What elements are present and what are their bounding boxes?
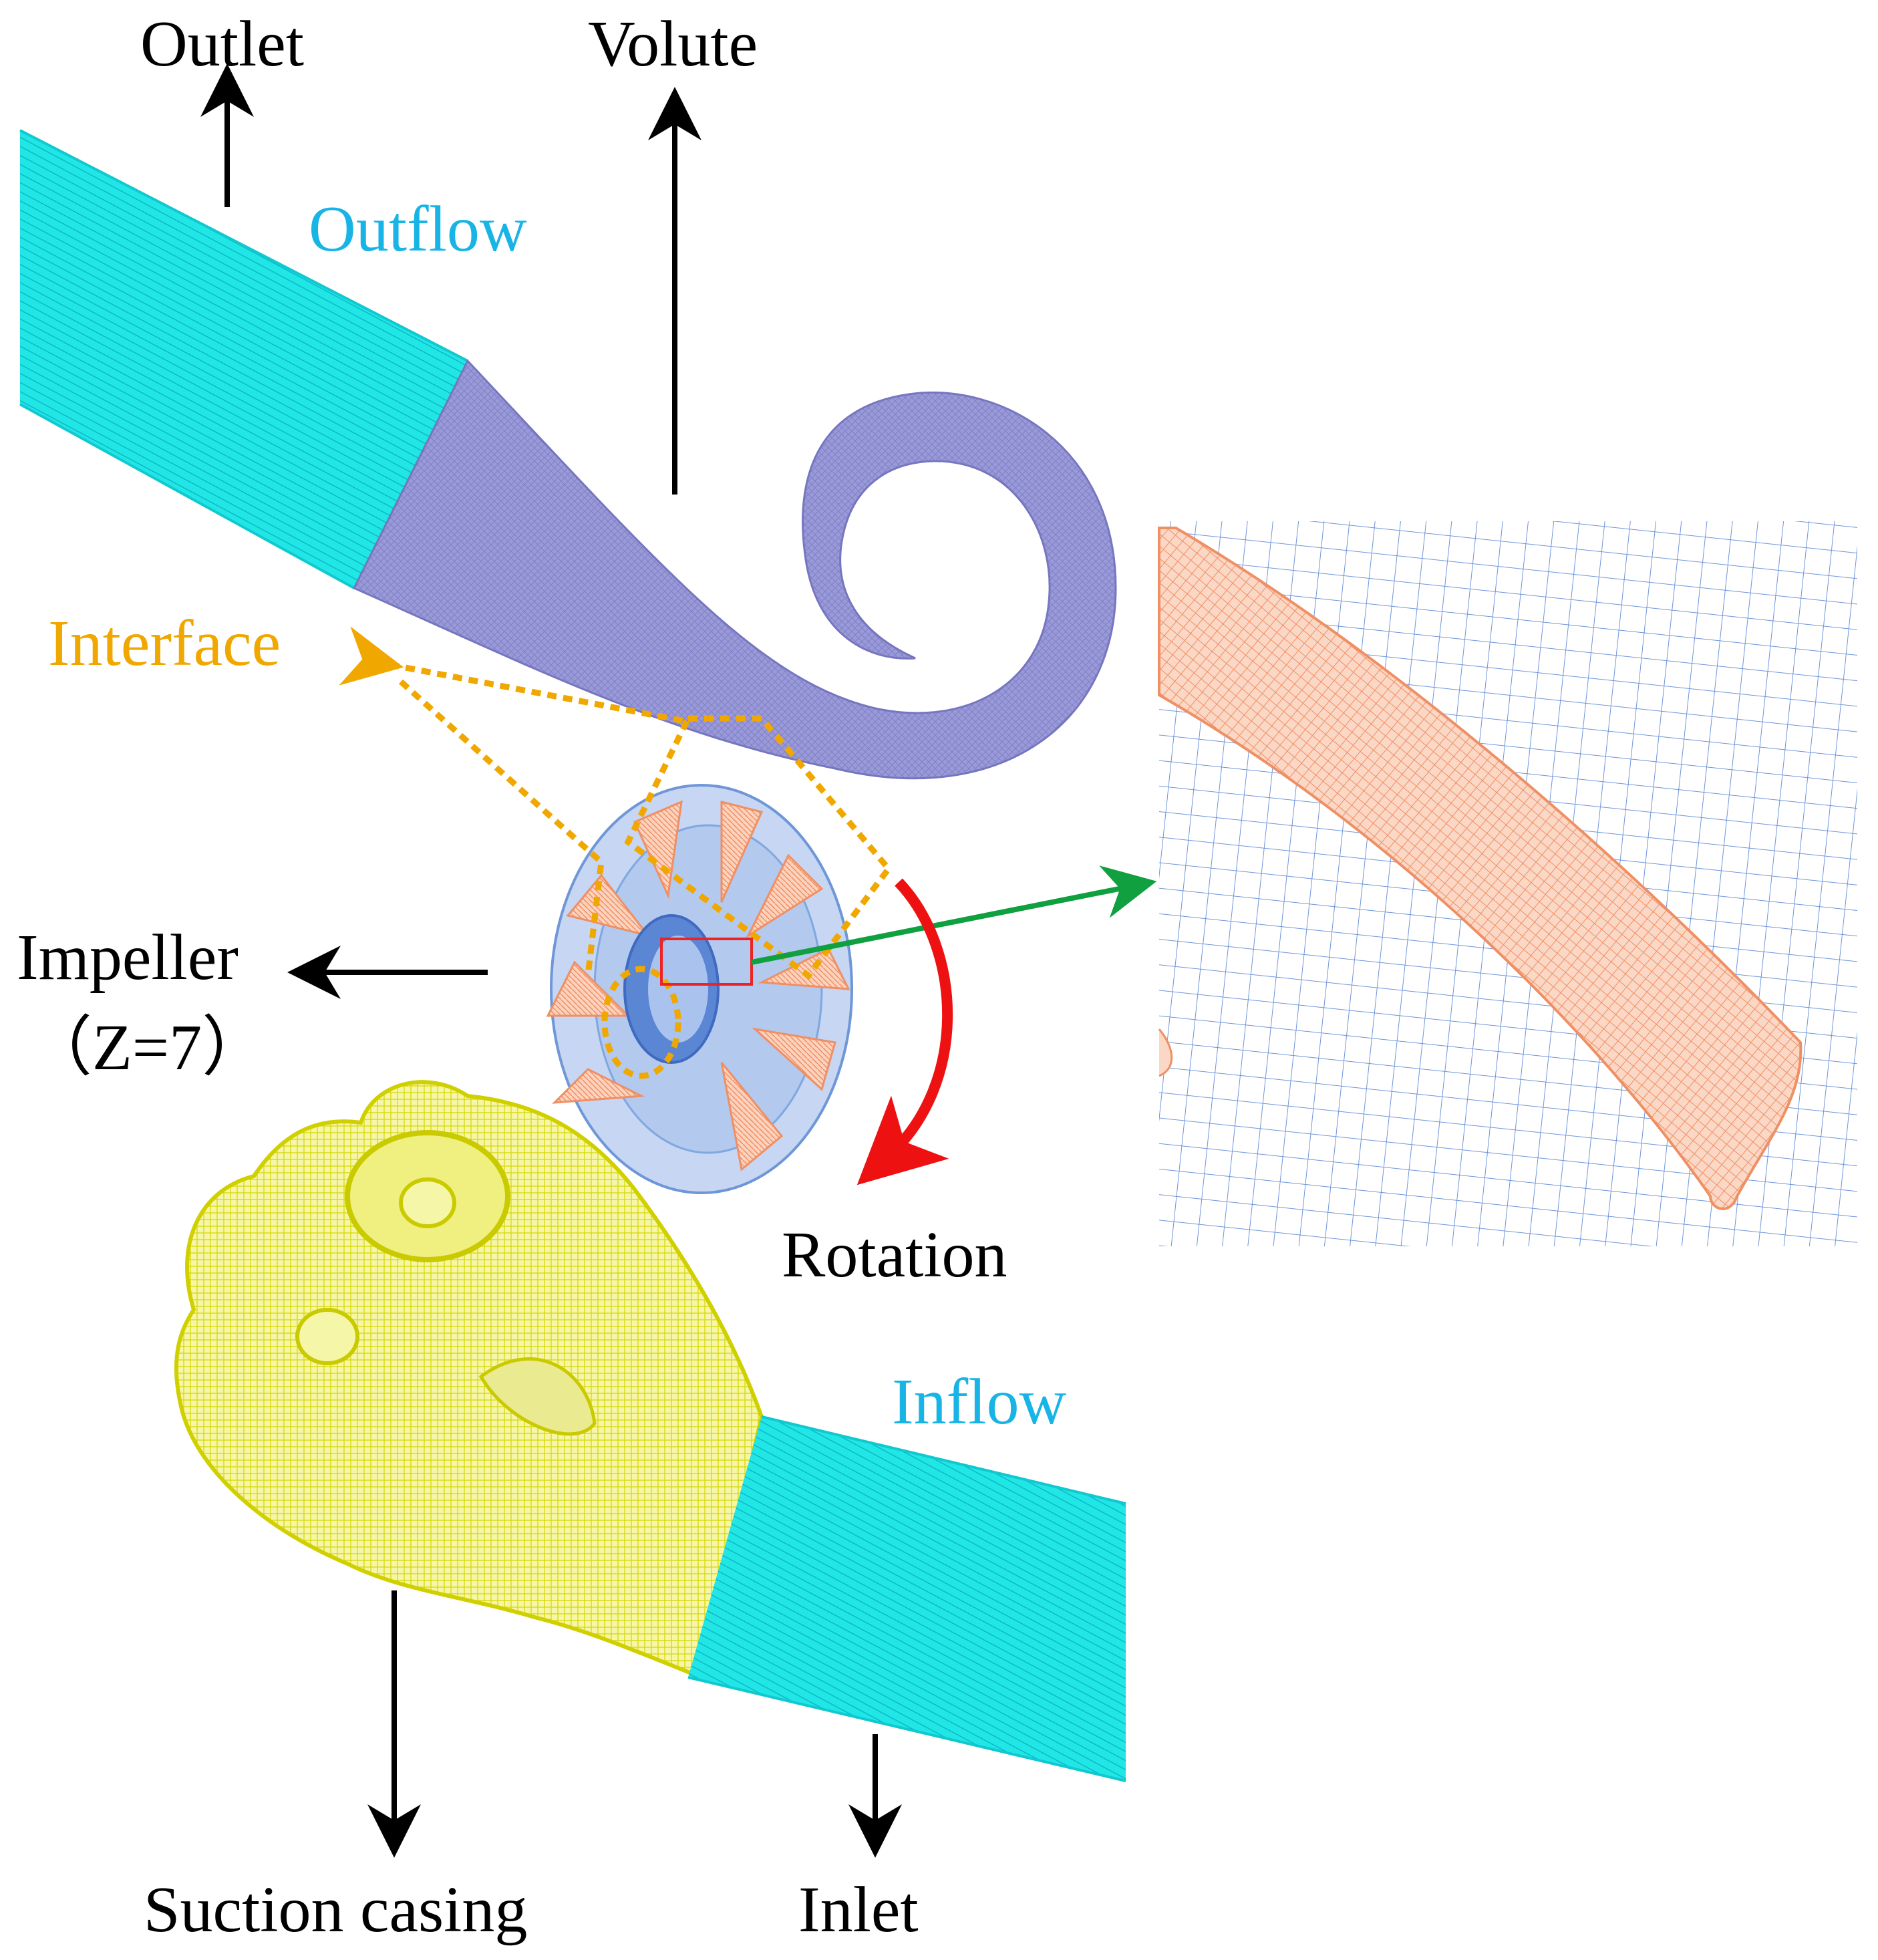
interface-outline bbox=[339, 626, 893, 1079]
volute-mesh bbox=[352, 359, 1117, 780]
interface-label: Interface bbox=[48, 607, 281, 680]
suction-casing-label: Suction casing bbox=[144, 1874, 527, 1946]
rotation-arrow bbox=[856, 878, 953, 1185]
outlet-label: Outlet bbox=[140, 8, 304, 80]
pointer-arrows bbox=[200, 63, 902, 1858]
inflow-label: Inflow bbox=[892, 1366, 1066, 1438]
inlet-label: Inlet bbox=[798, 1874, 919, 1946]
zoom-arrow bbox=[751, 865, 1157, 965]
zoomed-blade bbox=[1158, 527, 1803, 1210]
zoomed-mesh-panel bbox=[1158, 521, 1857, 1246]
volute-label: Volute bbox=[588, 8, 758, 80]
outflow-label: Outflow bbox=[309, 193, 527, 265]
rotation-label: Rotation bbox=[782, 1219, 1007, 1291]
outlet-pipe bbox=[19, 129, 468, 589]
impeller-label: Impeller bbox=[17, 922, 239, 994]
inlet-pipe bbox=[687, 1415, 1126, 1782]
impeller-mesh bbox=[546, 784, 853, 1194]
impeller-blade-count: （Z=7） bbox=[27, 1012, 267, 1084]
suction-casing-mesh bbox=[174, 1080, 764, 1681]
